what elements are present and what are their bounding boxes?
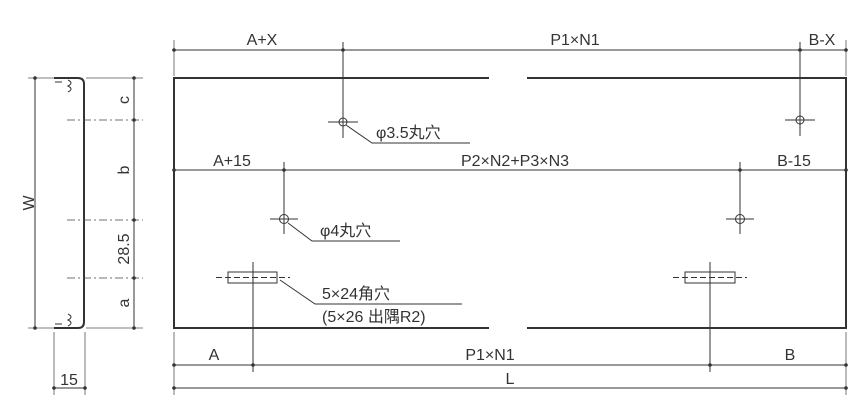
center-dim-left: A+15 <box>213 153 251 170</box>
hole-3-5-left <box>338 117 348 127</box>
bottom-dim-left: A <box>209 347 220 364</box>
bottom-dim-right: B <box>785 347 796 364</box>
slot-note-label: (5×26 出隅R2) <box>322 308 426 326</box>
top-dim-left: A+X <box>247 32 278 49</box>
c-label: c <box>116 96 133 104</box>
profile-view: W c b 28.5 a 15 <box>21 76 143 395</box>
b-label: b <box>116 165 133 174</box>
hole-small-label: φ3.5丸穴 <box>376 124 441 142</box>
a-label: a <box>116 298 133 307</box>
dim-28-5-label: 28.5 <box>116 233 133 264</box>
hole-4-left <box>279 214 289 224</box>
bottom-dim-mid: P1×N1 <box>465 347 514 364</box>
w-label: W <box>21 195 38 211</box>
top-dim-mid: P1×N1 <box>550 32 599 49</box>
plate-outline <box>173 77 847 329</box>
hole-3-5-right <box>795 115 805 125</box>
channel-profile <box>54 77 85 329</box>
hole-medium-label: φ4丸穴 <box>320 222 371 240</box>
dim-15-label: 15 <box>60 372 78 389</box>
total-length-label: L <box>506 371 515 388</box>
top-dim-right: B-X <box>809 32 836 49</box>
hole-4-right <box>735 214 745 224</box>
plate-view: A+X P1×N1 B-X φ3.5丸穴 A+15 P2×N2+P3×N3 B-… <box>172 32 848 395</box>
slot-label: 5×24角穴 <box>322 285 390 303</box>
center-dim-mid: P2×N2+P3×N3 <box>461 153 569 170</box>
center-dim-right: B-15 <box>777 153 811 170</box>
